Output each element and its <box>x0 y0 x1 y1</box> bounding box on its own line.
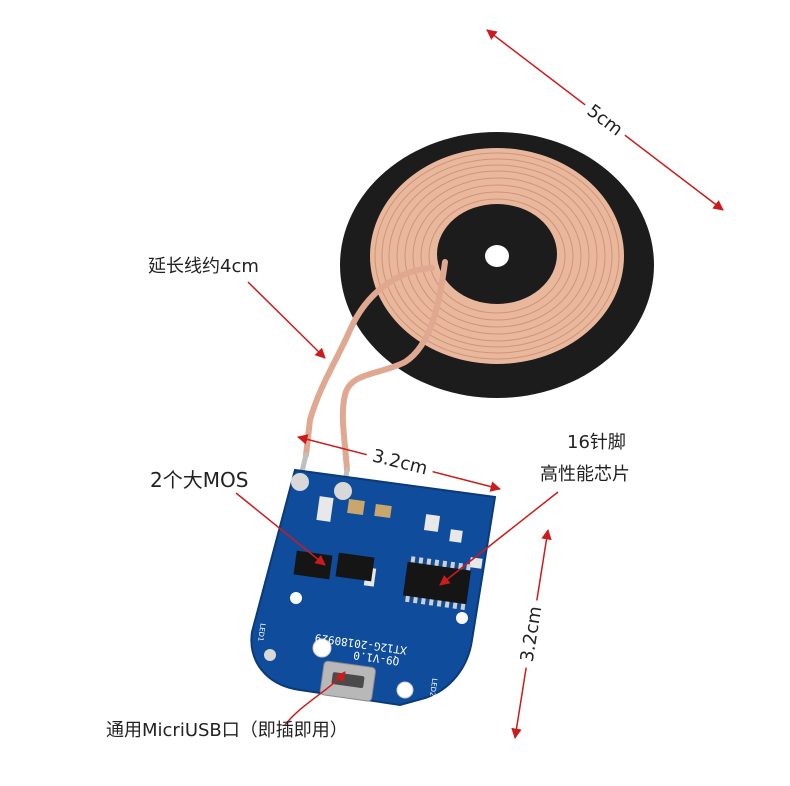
label-5cm: 5cm <box>578 94 633 144</box>
center-hole <box>485 245 509 267</box>
micro-usb-port <box>319 660 376 702</box>
label-height: 3.2cm <box>512 598 548 670</box>
pcb-board: XT12G-20180929 Q9-V1.0 LED1 LED2 <box>250 468 497 707</box>
mos-pointer <box>235 492 326 566</box>
label-mos: 2个大MOS <box>150 468 249 492</box>
silk-version: Q9-V1.0 <box>353 648 401 667</box>
label-wire-extension: 延长线约4cm <box>148 256 259 277</box>
usb-pointer <box>284 671 346 726</box>
silk-led-left: LED1 <box>256 623 266 642</box>
mos-chip-2 <box>335 552 375 582</box>
label-chip-pins: 16针脚 <box>567 432 626 453</box>
chip-pointer <box>439 491 559 586</box>
label-usb: 通用MicriUSB口（即插即用） <box>106 720 348 741</box>
label-chip-desc: 高性能芯片 <box>540 464 630 485</box>
wireless-coil <box>340 132 654 398</box>
silk-led-right: LED2 <box>428 678 438 697</box>
ic-16pin <box>402 556 472 611</box>
wire-ext-pointer <box>247 281 326 359</box>
label-width: 3.2cm <box>364 441 437 481</box>
